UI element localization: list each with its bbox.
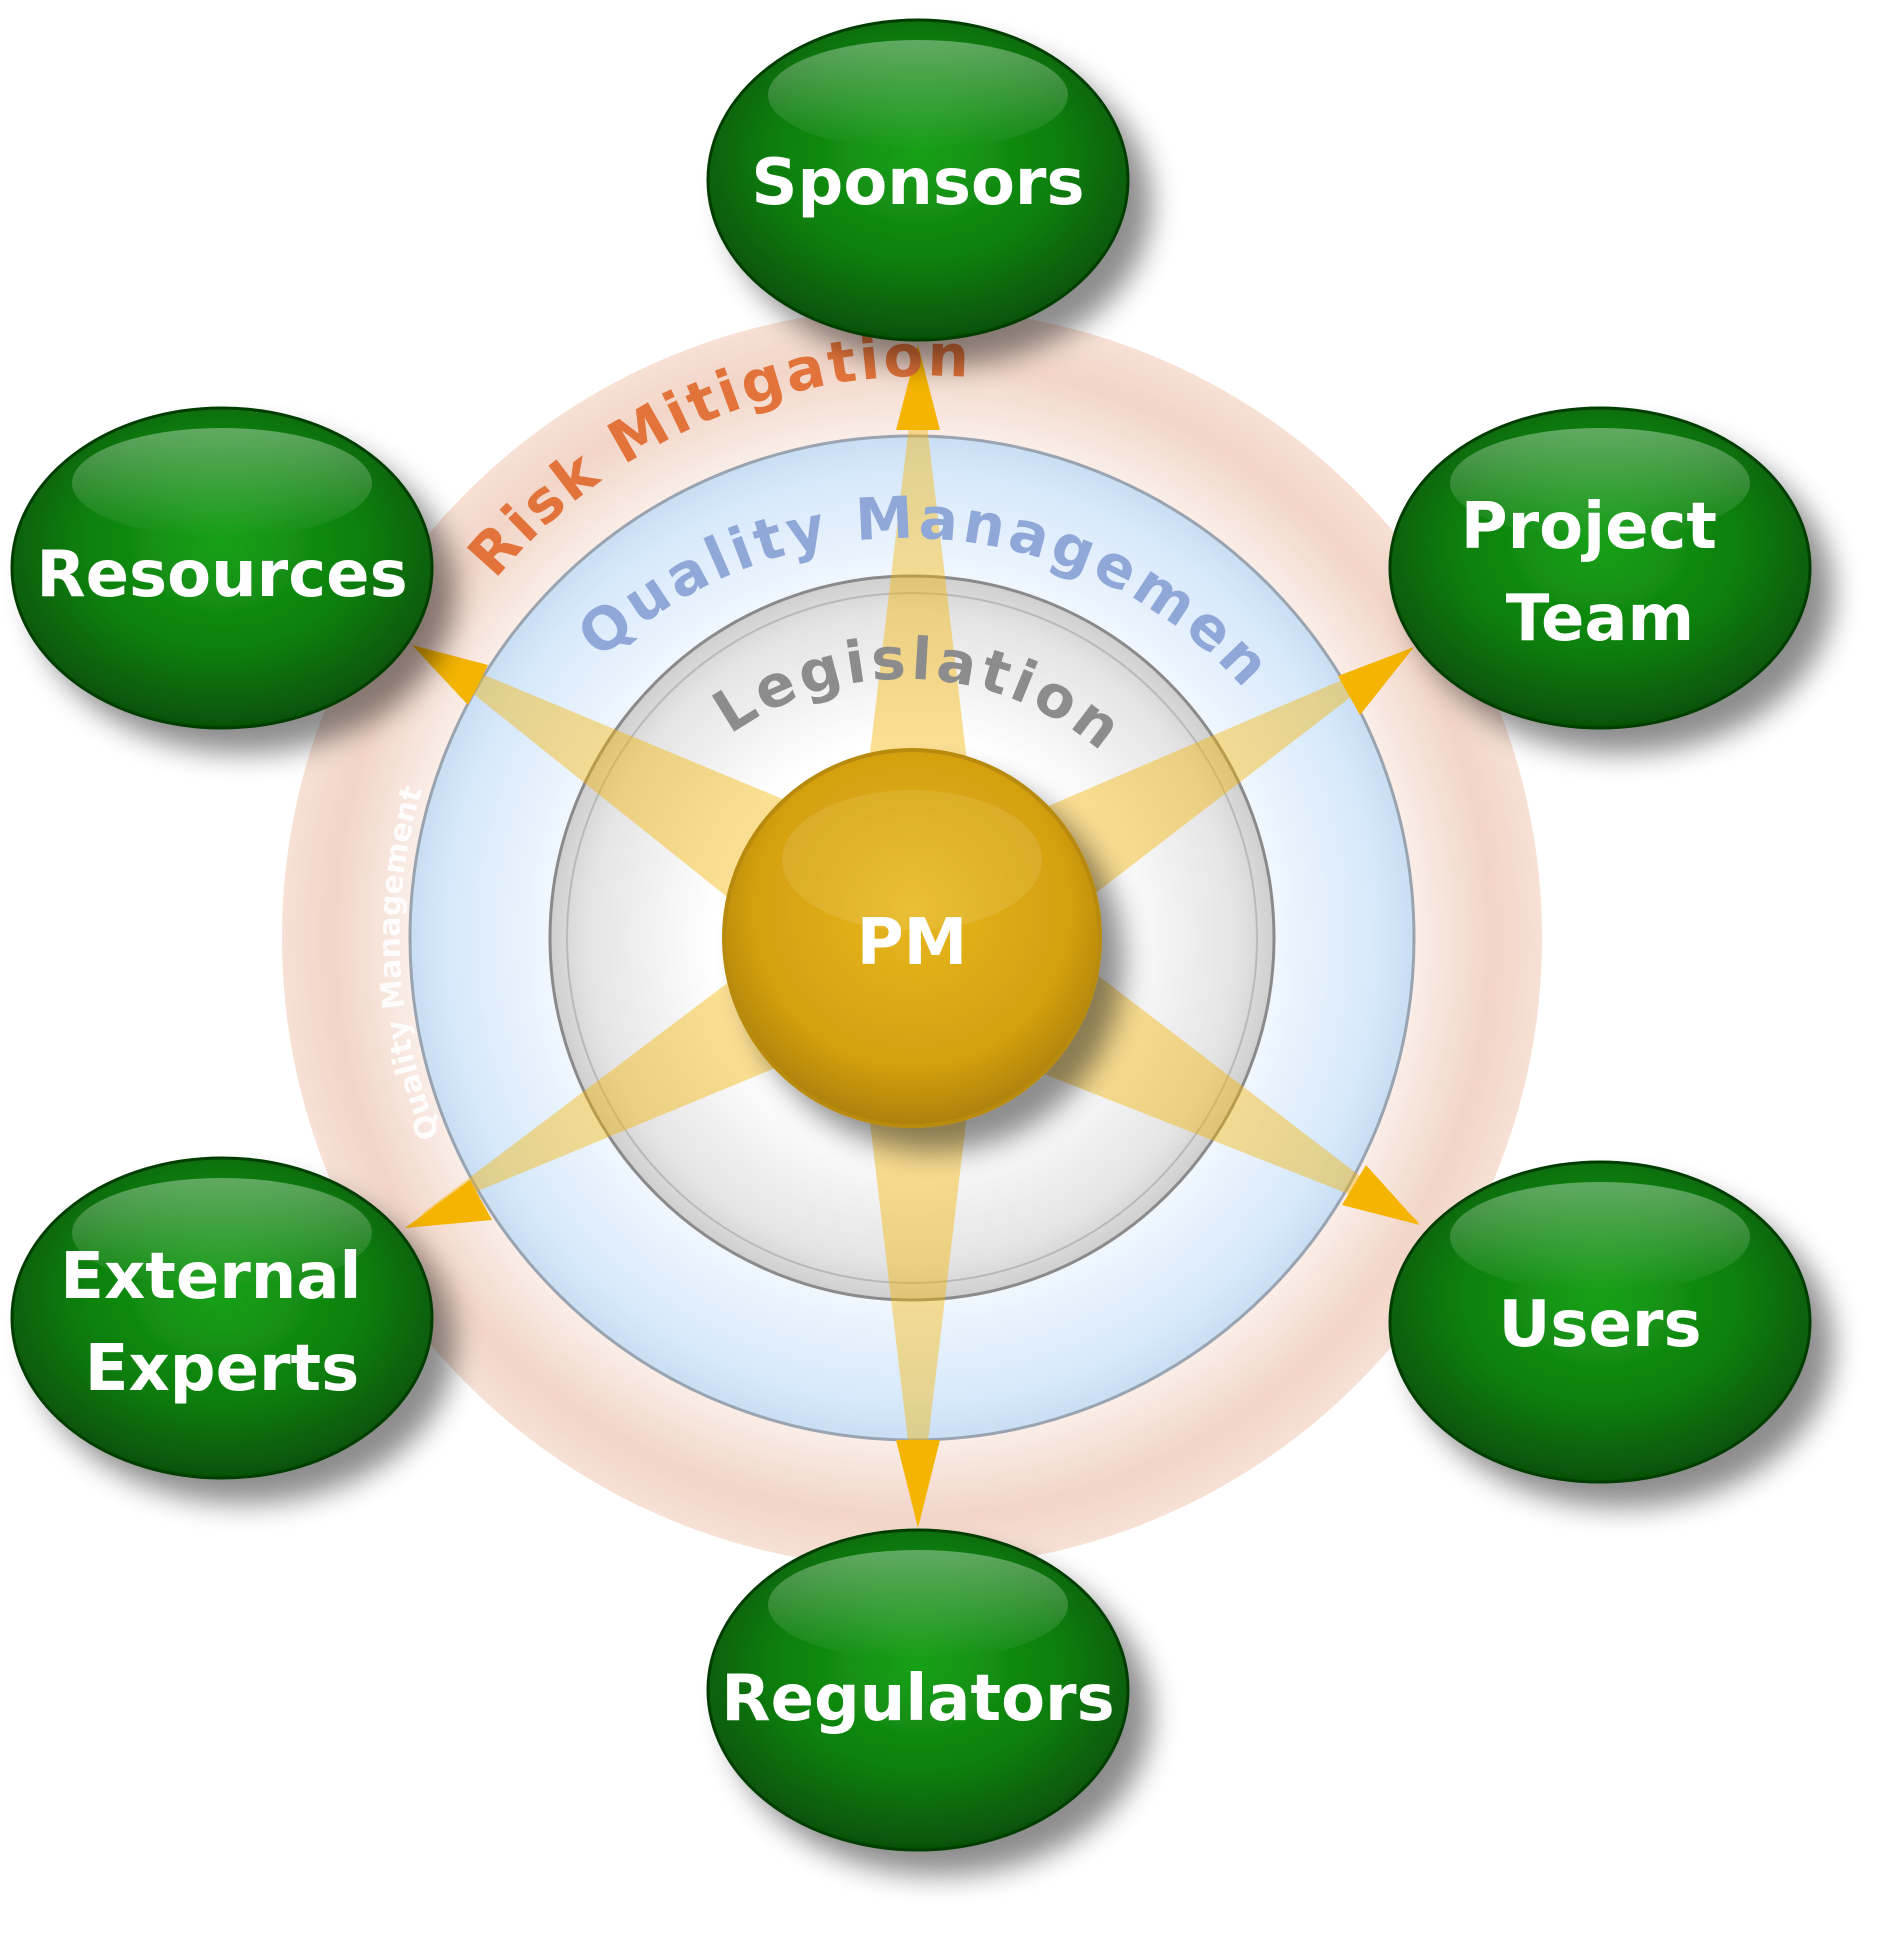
project-team-line-2: Team (1506, 582, 1694, 656)
node-sponsors (706, 18, 1130, 342)
node-resources (10, 406, 434, 730)
connector-tips (405, 345, 1420, 1528)
legislation-inner-edge (566, 592, 1258, 1284)
users-label: Users (1498, 1288, 1701, 1362)
node-project-team (1388, 406, 1812, 730)
project-team-label: Project Team (1461, 490, 1740, 656)
node-users (1388, 1160, 1812, 1484)
node-regulators (706, 1528, 1130, 1852)
regulators-label: Regulators (721, 1662, 1114, 1736)
pm-center (722, 748, 1102, 1128)
external-experts-line-1: External (60, 1240, 361, 1314)
node-external-experts (10, 1156, 434, 1480)
external-experts-line-2: Experts (85, 1332, 359, 1406)
resources-label: Resources (36, 538, 407, 612)
pm-label: PM (857, 906, 968, 980)
sponsors-label: Sponsors (751, 146, 1084, 220)
external-experts-label: External Experts (60, 1240, 384, 1406)
project-team-line-1: Project (1461, 490, 1717, 564)
